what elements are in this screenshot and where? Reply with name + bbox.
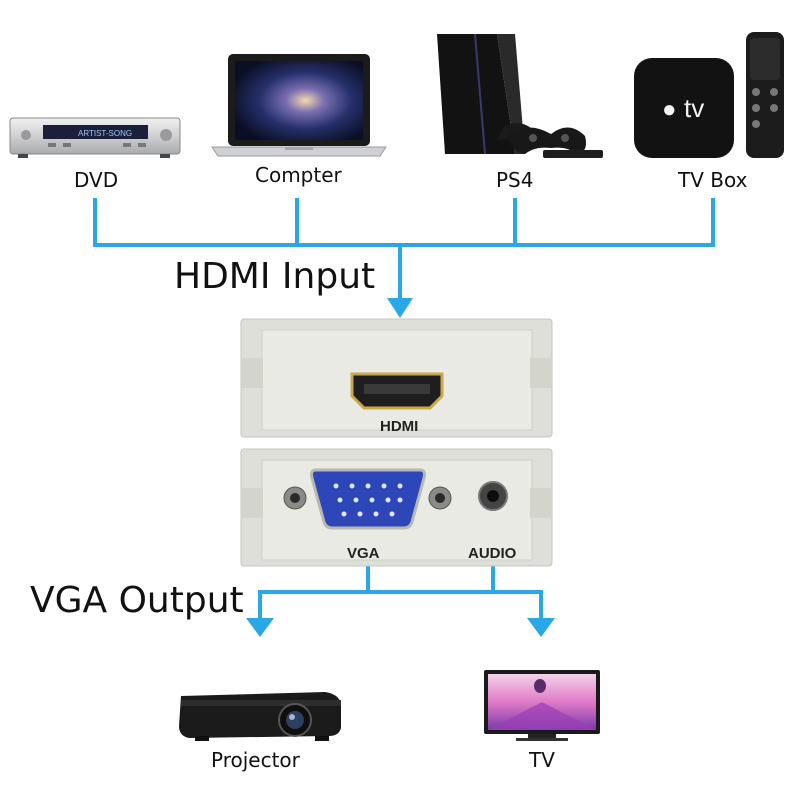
laptop-icon <box>211 54 387 157</box>
game-console-icon <box>437 33 603 158</box>
input-arrow-icon <box>387 298 413 318</box>
dvd-display-text: ARTIST-SONG <box>78 129 132 138</box>
tv-box-brand-icon: ● <box>662 96 677 123</box>
hdmi-input-label: HDMI Input <box>174 256 376 297</box>
converter-vga-side <box>240 448 553 567</box>
vga-port-label: VGA <box>347 545 380 562</box>
source-label-tv-box: TV Box <box>678 168 748 192</box>
television-icon <box>484 670 600 741</box>
tv-box-icon: ● tv <box>634 32 784 158</box>
projector-arrow-icon <box>246 618 274 637</box>
converter-hdmi-side <box>240 318 553 438</box>
source-label-computer: Compter <box>255 163 342 187</box>
dvd-player-icon: ARTIST-SONG <box>9 117 181 158</box>
projector-icon <box>179 692 341 741</box>
source-label-ps4: PS4 <box>496 168 534 192</box>
vga-output-label: VGA Output <box>30 580 244 621</box>
destination-label-projector: Projector <box>211 748 300 772</box>
audio-port-label: AUDIO <box>468 545 517 562</box>
tv-arrow-icon <box>527 618 555 637</box>
hdmi-port-label: HDMI <box>380 418 419 435</box>
tv-box-brand-text: tv <box>684 93 704 123</box>
destination-label-tv: TV <box>529 748 555 772</box>
source-label-dvd: DVD <box>74 168 119 192</box>
vga-port-icon <box>310 468 426 530</box>
